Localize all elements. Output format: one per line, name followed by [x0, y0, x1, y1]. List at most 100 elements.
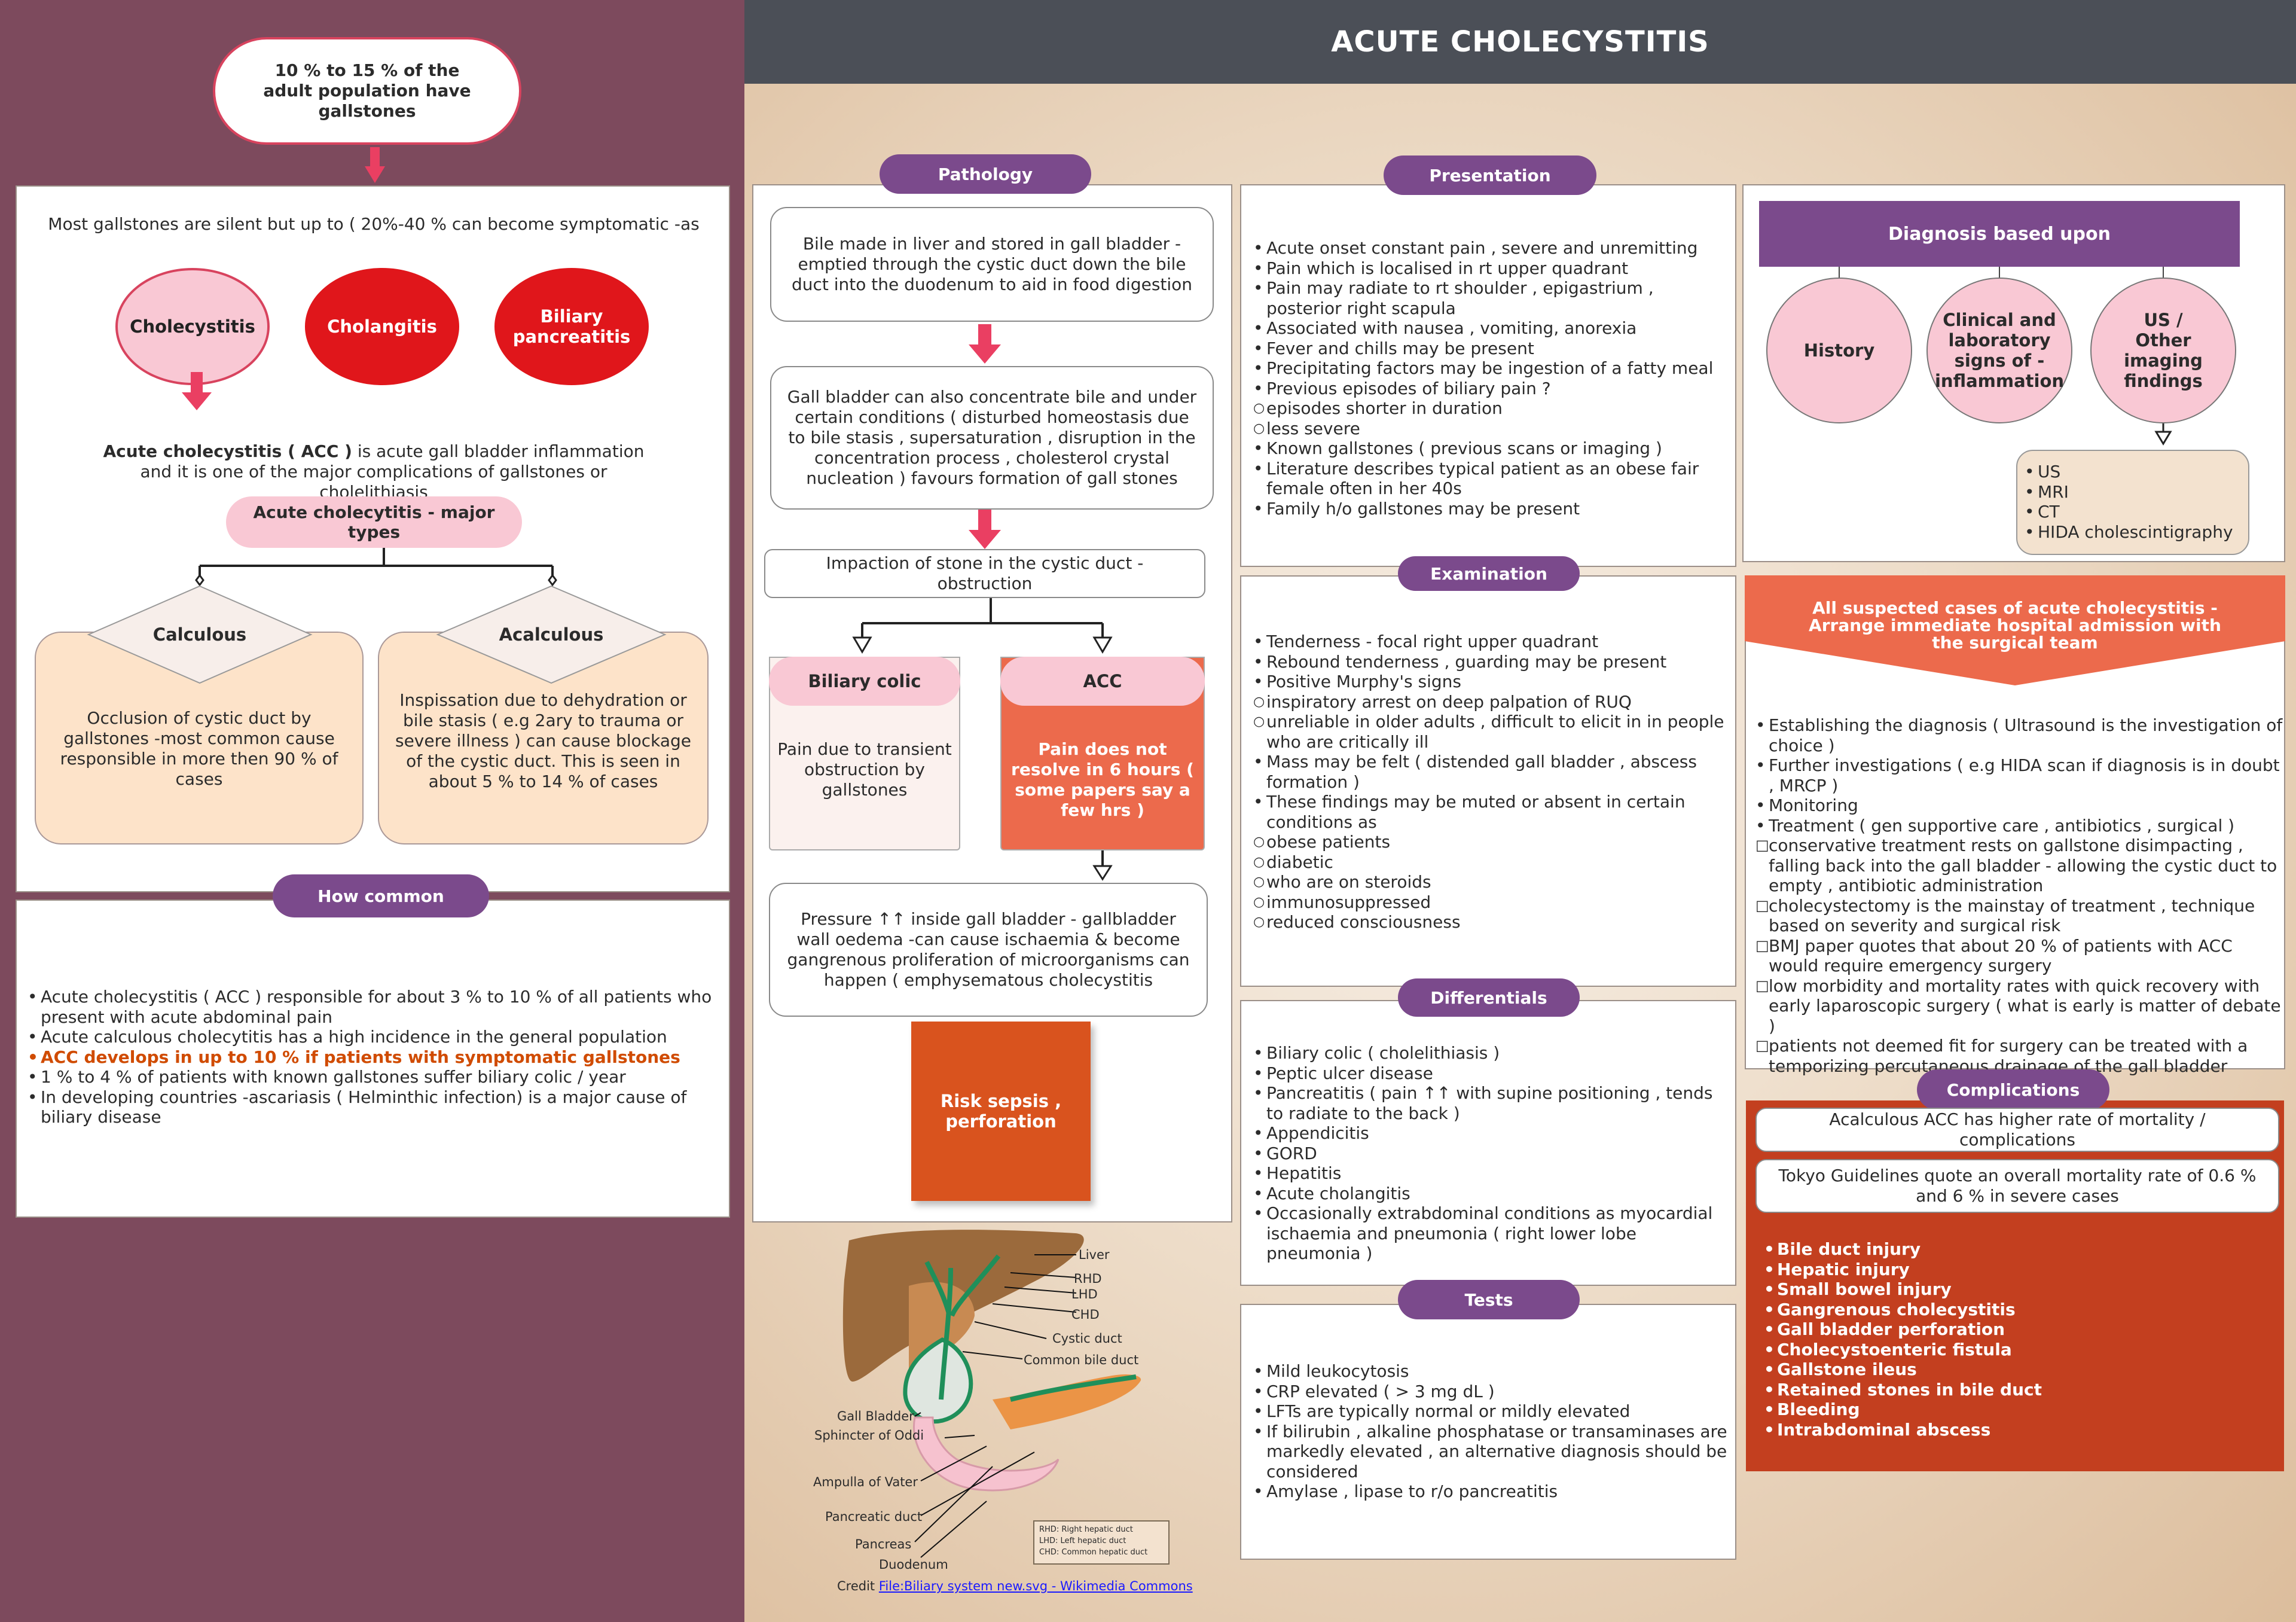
acc-description: Pain does not resolve in 6 hours ( some … [1011, 739, 1194, 820]
anatomy-label-lhd: LHD [1071, 1287, 1098, 1301]
list-item: Acute cholecystitis ( ACC ) responsible … [26, 987, 714, 1027]
arrow-down-icon [182, 372, 212, 410]
pathology-step-impaction: Impaction of stone in the cystic duct - … [764, 549, 1205, 598]
list-item: Small bowel injury [1763, 1279, 2277, 1300]
list-item: Positive Murphy's signs [1252, 672, 1730, 692]
list-item: Bleeding [1763, 1400, 2277, 1420]
list-item: Gallstone ileus [1763, 1359, 2277, 1380]
list-subitem: unreliable in older adults , difficult t… [1252, 712, 1730, 752]
list-subitem: conservative treatment rests on gallston… [1754, 836, 2285, 896]
list-item: Mild leukocytosis [1252, 1361, 1730, 1382]
risk-sepsis-box: Risk sepsis , perforation [911, 1022, 1091, 1201]
list-item: HIDA cholescintigraphy [2023, 522, 2245, 542]
list-item: Amylase , lipase to r/o pancreatitis [1252, 1481, 1730, 1502]
complications-list: Bile duct injury Hepatic injury Small bo… [1763, 1239, 2277, 1440]
biliary-colic-description: Pain due to transient obstruction by gal… [777, 739, 952, 800]
arrow-down-icon [365, 147, 385, 183]
calculous-label: Calculous [152, 624, 247, 645]
presentation-list: Acute onset constant pain , severe and u… [1252, 238, 1730, 519]
list-subitem: inspiratory arrest on deep palpation of … [1252, 692, 1730, 712]
arrow-down-icon [969, 324, 1001, 364]
anatomy-legend: RHD: Right hepatic duct LHD: Left hepati… [1033, 1520, 1170, 1565]
list-item: Monitoring [1754, 795, 2285, 816]
list-item: US [2023, 462, 2245, 482]
pathology-step-bile: Bile made in liver and stored in gall bl… [770, 207, 1214, 322]
list-item: Occasionally extrabdominal conditions as… [1252, 1203, 1730, 1264]
examination-list: Tenderness - focal right upper quadrant … [1252, 632, 1730, 932]
list-subitem: diabetic [1252, 852, 1730, 873]
list-subitem: who are on steroids [1252, 872, 1730, 892]
list-subitem: reduced consciousness [1252, 912, 1730, 932]
image-credit: Credit File:Biliary system new.svg - Wik… [837, 1579, 1193, 1593]
list-item: Precipitating factors may be ingestion o… [1252, 358, 1730, 379]
list-item: Further investigations ( e.g HIDA scan i… [1754, 755, 2285, 795]
how-common-title: How common [273, 874, 489, 917]
anatomy-label-ampulla-of-vater: Ampulla of Vater [813, 1475, 918, 1489]
list-item: These findings may be muted or absent in… [1252, 792, 1730, 832]
list-item: LFTs are typically normal or mildly elev… [1252, 1401, 1730, 1422]
list-item: Previous episodes of biliary pain ? [1252, 379, 1730, 399]
list-item: Gall bladder perforation [1763, 1319, 2277, 1340]
diagnosis-title: Diagnosis based upon [1759, 201, 2240, 267]
complication-biliary-pancreatitis: Biliary pancreatitis [494, 268, 649, 385]
calculous-diamond [87, 585, 313, 684]
list-item: Retained stones in bile duct [1763, 1380, 2277, 1400]
anatomy-label-duodenum: Duodenum [879, 1557, 948, 1572]
list-item: Bile duct injury [1763, 1239, 2277, 1260]
list-item: GORD [1252, 1144, 1730, 1164]
list-item: Hepatitis [1252, 1163, 1730, 1184]
management-banner-shape [1745, 575, 2285, 685]
list-item: Rebound tenderness , guarding may be pre… [1252, 652, 1730, 672]
list-item: Acute onset constant pain , severe and u… [1252, 238, 1730, 258]
list-item: Associated with nausea , vomiting, anore… [1252, 318, 1730, 339]
list-item: MRI [2023, 482, 2245, 502]
types-connector [195, 548, 557, 587]
list-item: Tenderness - focal right upper quadrant [1252, 632, 1730, 652]
list-item: Pain which is localised in rt upper quad… [1252, 258, 1730, 279]
complications-note-tokyo: Tokyo Guidelines quote an overall mortal… [1755, 1159, 2279, 1213]
pathology-step-gallstones: Gall bladder can also concentrate bile a… [770, 366, 1214, 510]
list-item: Pancreatitis ( pain ↑↑ with supine posit… [1252, 1083, 1730, 1123]
acalculous-diamond [436, 585, 667, 684]
pathology-title: Pathology [880, 154, 1091, 194]
list-item: Acute calculous cholecytitis has a high … [26, 1027, 714, 1047]
list-item-highlight: ACC develops in up to 10 % if patients w… [26, 1047, 714, 1068]
anatomy-label-sphincter-of-oddi: Sphincter of Oddi [814, 1428, 924, 1443]
list-item: Appendicitis [1252, 1123, 1730, 1144]
anatomy-label-cystic-duct: Cystic duct [1052, 1331, 1122, 1346]
differentials-title: Differentials [1398, 978, 1580, 1017]
legend-item: LHD: Left hepatic duct [1039, 1536, 1126, 1545]
complications-title: Complications [1917, 1069, 2109, 1110]
list-item: CRP elevated ( > 3 mg dL ) [1252, 1382, 1730, 1402]
anatomy-label-pancreas: Pancreas [855, 1537, 912, 1551]
acalculous-label: Acalculous [499, 624, 604, 645]
list-subitem: obese patients [1252, 832, 1730, 852]
diagnosis-clinical-signs: Clinical and laboratory signs of -inflam… [1926, 278, 2072, 423]
list-item: Known gallstones ( previous scans or ima… [1252, 438, 1730, 459]
diagnosis-imaging: US / Other imaging findings [2090, 278, 2236, 423]
presentation-title: Presentation [1384, 156, 1596, 195]
gallstones-bubble: 10 % to 15 % of the adult population hav… [213, 37, 521, 145]
page-title: ACUTE CHOLECYSTITIS [744, 0, 2296, 84]
list-item: Cholecystoenteric fistula [1763, 1340, 2277, 1360]
diagnosis-history: History [1766, 278, 1912, 423]
list-item: Literature describes typical patient as … [1252, 459, 1730, 499]
credit-link[interactable]: File:Biliary system new.svg - Wikimedia … [878, 1579, 1193, 1593]
complication-cholecystitis: Cholecystitis [115, 268, 270, 385]
arrow-down-icon [969, 510, 1001, 549]
list-subitem: cholecystectomy is the mainstay of treat… [1754, 896, 2285, 936]
list-item: Mass may be felt ( distended gall bladde… [1252, 752, 1730, 792]
differentials-list: Biliary colic ( cholelithiasis ) Peptic … [1252, 1043, 1730, 1264]
list-subitem: low morbidity and mortality rates with q… [1754, 976, 2285, 1036]
list-subitem: less severe [1252, 419, 1730, 439]
list-subitem: episodes shorter in duration [1252, 398, 1730, 419]
diagnosis-connector [1839, 267, 2172, 446]
list-subitem: BMJ paper quotes that about 20 % of pati… [1754, 936, 2285, 976]
biliary-anatomy-illustration [842, 1230, 1141, 1558]
list-item: 1 % to 4 % of patients with known gallst… [26, 1067, 714, 1087]
acc-definition-bold: Acute cholecystitis ( ACC ) [103, 441, 352, 461]
list-item: Pain may radiate to rt shoulder , epigas… [1252, 278, 1730, 318]
anatomy-label-liver: Liver [1079, 1248, 1110, 1262]
anatomy-label-rhd: RHD [1074, 1272, 1102, 1286]
management-list: Establishing the diagnosis ( Ultrasound … [1754, 715, 2285, 1076]
